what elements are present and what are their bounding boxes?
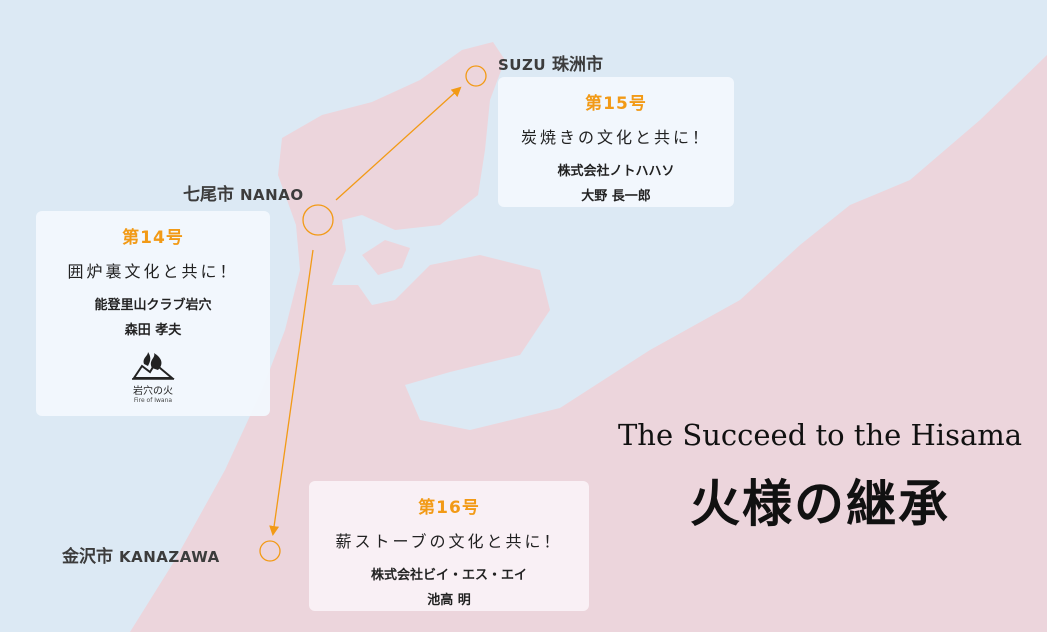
route-arrow-nanao-to-suzu [335,86,462,201]
card-no15: 第15号 炭焼きの文化と共に！ 株式会社ノトハハソ 大野 長一郎 [498,77,734,207]
card-no16-org: 株式会社ビイ・エス・エイ [370,568,527,583]
kanazawa-label-jp: 金沢市 [62,547,113,567]
card-no15-number: 第15号 [585,94,647,114]
card-no14-person: 森田 孝夫 [124,323,182,338]
nanao-label: 七尾市 NANAO [183,180,304,205]
title-japanese: 火様の継承 [690,474,950,533]
nanao-label-en: NANAO [240,186,304,204]
card-no14-number: 第14号 [122,228,184,248]
logo-main-text: 岩穴の火 [133,386,173,397]
suzu-label: SUZU 珠洲市 [498,50,603,75]
title-english: The Succeed to the Hisama [617,418,1023,452]
route-arrow-nanao-to-kanazawa [269,249,314,536]
kanazawa-label: 金沢市 KANAZAWA [62,542,220,567]
fire-icon [132,352,175,380]
card-no14-theme: 囲炉裏文化と共に！ [67,262,239,281]
notojima-island [362,240,410,275]
card-no16-person: 池高 明 [427,593,471,608]
card-no15-person: 大野 長一郎 [581,189,651,204]
suzu-label-jp: 珠洲市 [552,55,604,75]
nanao-label-jp: 七尾市 [183,185,234,205]
suzu-label-en: SUZU [498,56,547,74]
card-no14: 第14号 囲炉裏文化と共に！ 能登里山クラブ岩穴 森田 孝夫 岩穴の火 Fire… [36,211,270,416]
card-no16-theme: 薪ストーブの文化と共に！ [335,532,563,551]
card-no14-org: 能登里山クラブ岩穴 [94,298,212,313]
nanao-marker [302,204,334,236]
suzu-marker [465,65,487,87]
kanazawa-label-en: KANAZAWA [119,548,220,566]
iwana-fire-logo: 岩穴の火 Fire of Iwana [118,352,188,404]
card-no15-org: 株式会社ノトハハソ [557,164,675,179]
card-no15-theme: 炭焼きの文化と共に！ [520,128,711,147]
logo-sub-text: Fire of Iwana [133,397,173,404]
card-no16-number: 第16号 [418,498,480,518]
kanazawa-marker [259,540,281,562]
card-no16: 第16号 薪ストーブの文化と共に！ 株式会社ビイ・エス・エイ 池高 明 [309,481,589,611]
